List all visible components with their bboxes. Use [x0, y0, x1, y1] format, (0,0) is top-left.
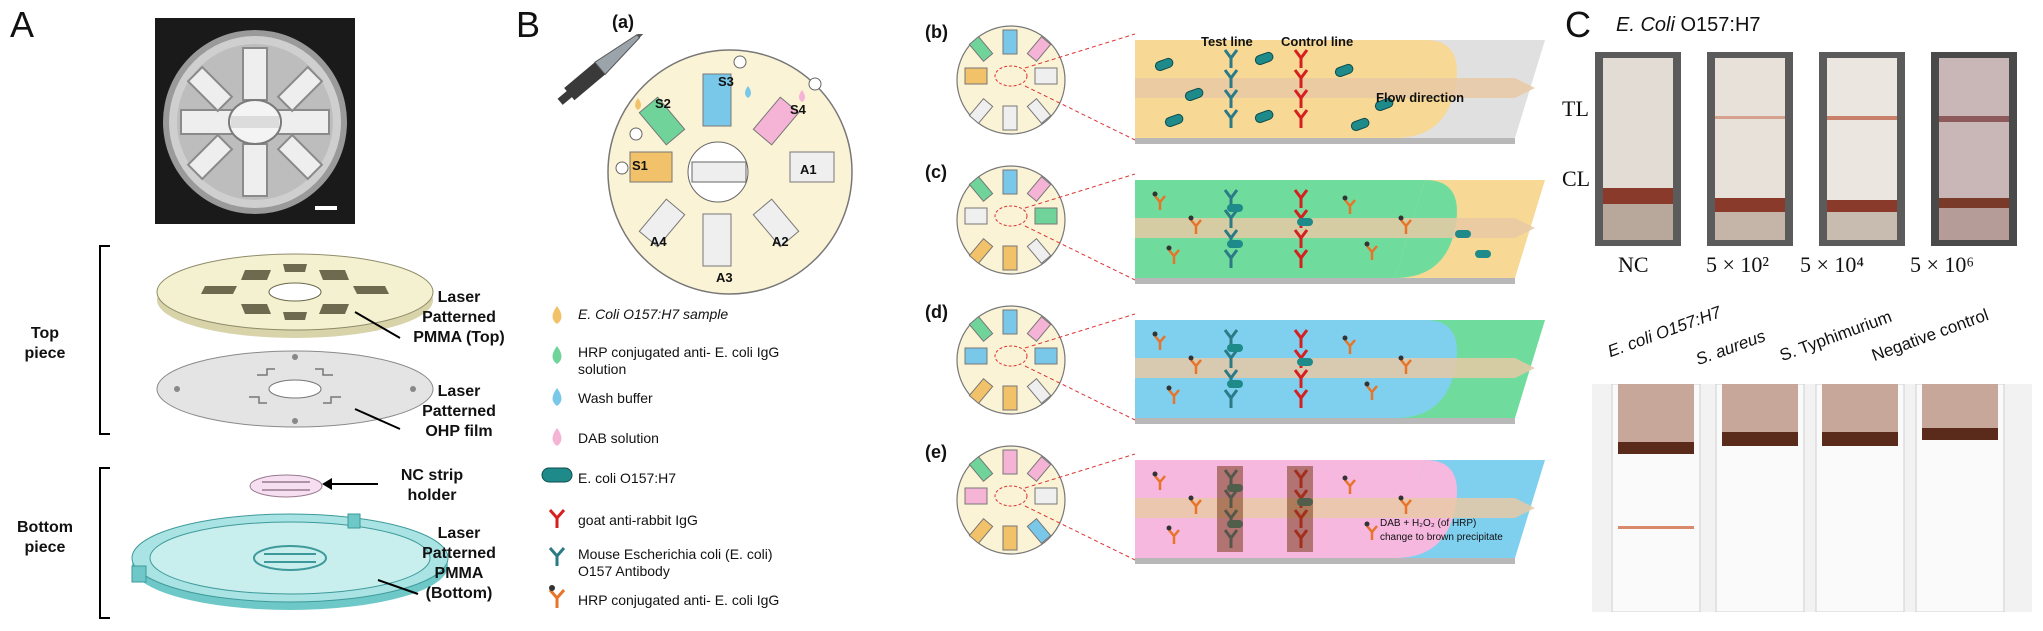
legend-dab: DAB solution [578, 430, 659, 446]
dab-note-1: DAB + H₂O₂ (of HRP) [1380, 518, 1477, 529]
chamber-s2: S2 [655, 96, 671, 111]
device-photo [155, 18, 355, 224]
chamber-a4: A4 [650, 234, 667, 249]
legend-hrp-solution: HRP conjugated anti- E. coli IgG solutio… [578, 344, 780, 377]
spec-label-saureus: S. aureus [1693, 326, 1769, 370]
bottom-piece-label: Bottom piece [17, 519, 73, 556]
tl-label: TL [1562, 96, 1589, 121]
subpanel-b-label: (b) [925, 22, 948, 42]
pmma-top-disc [156, 253, 434, 339]
chamber-a3: A3 [716, 270, 733, 285]
control-line-label: Control line [1281, 34, 1354, 49]
test-line-label: Test line [1201, 34, 1253, 49]
chamber-s4: S4 [790, 102, 806, 117]
ohp-film-disc [156, 350, 434, 430]
pmma-top-label: Laser Patterned PMMA (Top) [413, 289, 505, 346]
panel-c-title: E. Coli O157:H7 [1616, 14, 1761, 36]
cl-label: CL [1562, 166, 1591, 191]
top-piece-label: Top piece [24, 325, 66, 362]
nc-strip-label: NC strip holder [400, 467, 464, 504]
legend-wash-buffer: Wash buffer [578, 390, 653, 406]
step-b [956, 25, 1545, 144]
legend-ecoli: E. coli O157:H7 [578, 470, 677, 486]
dab-note-2: change to brown precipitate [1380, 532, 1503, 543]
legend-mouse-antibody: Mouse Escherichia coli (E. coli) O157 An… [578, 546, 773, 579]
disc-diagram-a [557, 34, 853, 295]
specificity-strips [1592, 384, 2032, 612]
flow-direction-label: Flow direction [1376, 90, 1465, 105]
concentration-strips [1595, 52, 2017, 246]
top-piece-bracket [99, 245, 110, 435]
chamber-s3: S3 [718, 74, 734, 89]
step-c [956, 165, 1545, 284]
ohp-film-label: Laser Patterned OHP film [422, 383, 496, 440]
nc-strip-holder [249, 474, 323, 498]
conc-label-4: 5 × 10⁴ [1800, 252, 1865, 277]
chamber-a1: A1 [800, 162, 817, 177]
panel-letter-a: A [10, 4, 35, 45]
subpanel-a-label: (a) [612, 12, 634, 32]
panel-letter-b: B [516, 4, 541, 45]
legend-icons [541, 306, 573, 608]
panel-letter-c: C [1565, 4, 1591, 45]
subpanel-c-label: (c) [925, 162, 947, 182]
pmma-bottom-label: Laser Patterned PMMA (Bottom) [422, 525, 496, 602]
bottom-piece-bracket [99, 467, 110, 619]
chamber-s1: S1 [632, 158, 648, 173]
legend-hrp-igg: HRP conjugated anti- E. coli IgG [578, 592, 780, 608]
step-d [956, 305, 1545, 424]
nc-arrow [322, 478, 378, 490]
legend-sample: E. Coli O157:H7 sample [578, 306, 729, 322]
pmma-bottom-disc [131, 513, 449, 610]
conc-label-6: 5 × 10⁶ [1910, 252, 1975, 277]
conc-label-2: 5 × 10² [1706, 252, 1770, 277]
conc-label-nc: NC [1618, 252, 1649, 277]
subpanel-e-label: (e) [925, 442, 947, 462]
chamber-a2: A2 [772, 234, 789, 249]
subpanel-d-label: (d) [925, 302, 948, 322]
legend-goat-igg: goat anti-rabbit IgG [578, 512, 698, 528]
flow-steps [956, 25, 1545, 564]
step-e [956, 445, 1545, 564]
